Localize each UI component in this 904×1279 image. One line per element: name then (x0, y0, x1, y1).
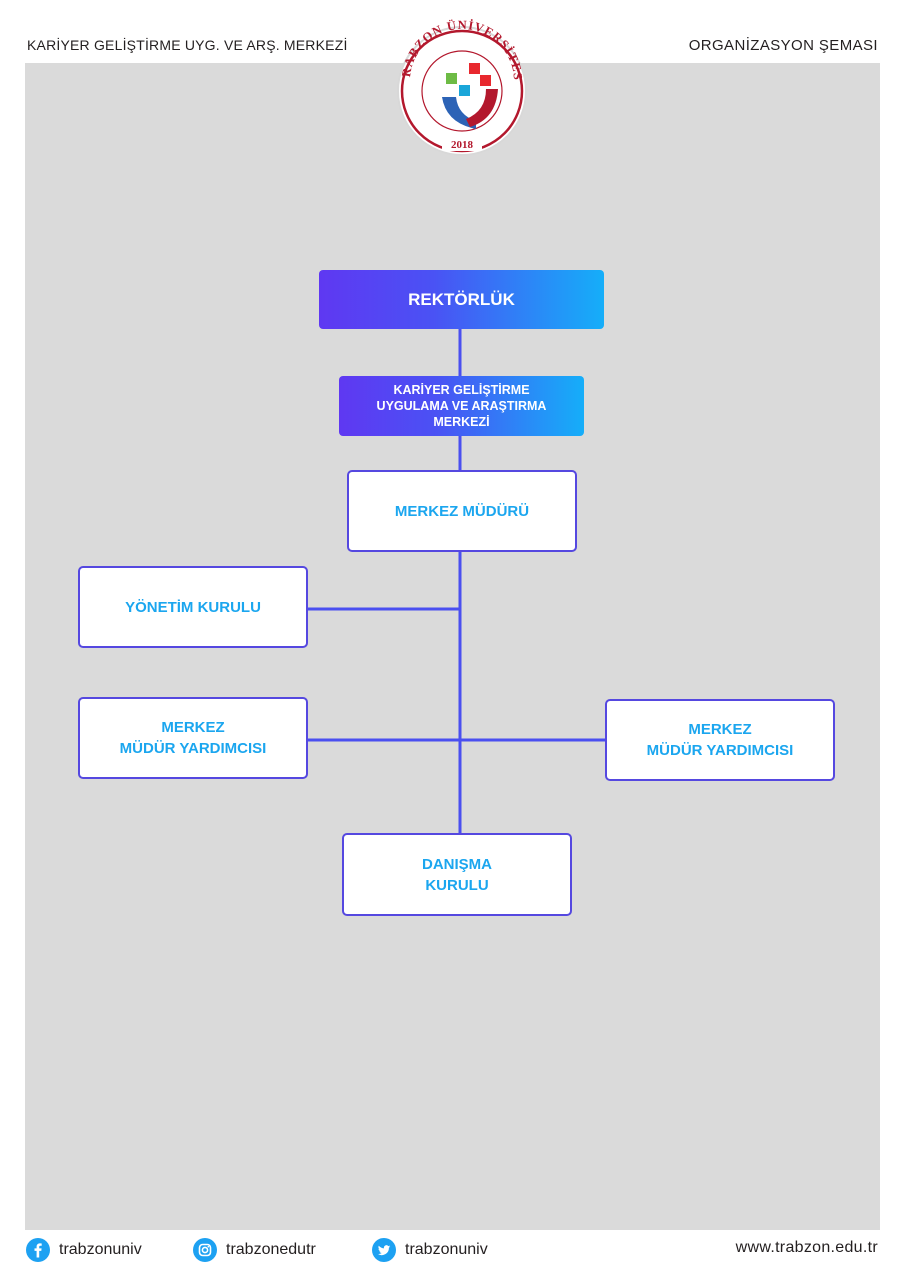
node-merkez-adi-line-1: KARİYER GELİŞTİRME (393, 383, 530, 397)
node-mudur-yardimcisi-right: MERKEZ MÜDÜR YARDIMCISI (605, 699, 835, 781)
header-right-title: ORGANİZASYON ŞEMASI (688, 37, 878, 54)
node-danisma-kurulu: DANIŞMA KURULU (342, 833, 572, 916)
node-mudur-yardimcisi-right-line-1: MERKEZ (688, 721, 752, 738)
node-mudur-yardimcisi-left-line-1: MERKEZ (161, 719, 225, 736)
instagram-link[interactable]: trabzonedutr (193, 1238, 316, 1262)
footer: trabzonuniv trabzonedutr trabzonuniv www… (0, 1238, 904, 1264)
facebook-icon (26, 1238, 50, 1262)
node-merkez-adi: KARİYER GELİŞTİRME UYGULAMA VE ARAŞTIRMA… (339, 376, 584, 436)
node-mudur-yardimcisi-left: MERKEZ MÜDÜR YARDIMCISI (78, 697, 308, 779)
logo-year: 2018 (451, 139, 474, 151)
twitter-icon (372, 1238, 396, 1262)
node-merkez-adi-line-2: UYGULAMA VE ARAŞTIRMA (376, 399, 547, 413)
node-yonetim-kurulu: YÖNETİM KURULU (78, 566, 308, 648)
instagram-icon (193, 1238, 217, 1262)
node-rektorluk: REKTÖRLÜK (319, 270, 604, 329)
node-danisma-kurulu-line-1: DANIŞMA (422, 855, 492, 873)
instagram-handle: trabzonedutr (226, 1241, 316, 1258)
node-mudur-yardimcisi-right-line-2: MÜDÜR YARDIMCISI (646, 742, 794, 759)
node-mudur-yardimcisi-left-line-2: MÜDÜR YARDIMCISI (119, 740, 267, 757)
university-logo: TRABZON ÜNİVERSİTESİ 2018 (396, 15, 527, 156)
facebook-handle: trabzonuniv (59, 1241, 142, 1258)
header-left-title: KARİYER GELİŞTİRME UYG. VE ARŞ. MERKEZİ (27, 37, 348, 53)
facebook-link[interactable]: trabzonuniv (26, 1238, 142, 1262)
node-danisma-kurulu-line-2: KURULU (425, 876, 489, 894)
website-link[interactable]: www.trabzon.edu.tr (735, 1239, 878, 1256)
node-merkez-muduru-label: MERKEZ MÜDÜRÜ (394, 502, 530, 520)
node-yonetim-kurulu-label: YÖNETİM KURULU (125, 598, 261, 616)
twitter-link[interactable]: trabzonuniv (372, 1238, 488, 1262)
node-merkez-muduru: MERKEZ MÜDÜRÜ (347, 470, 577, 552)
node-merkez-adi-line-3: MERKEZİ (433, 415, 490, 429)
twitter-handle: trabzonuniv (405, 1241, 488, 1258)
